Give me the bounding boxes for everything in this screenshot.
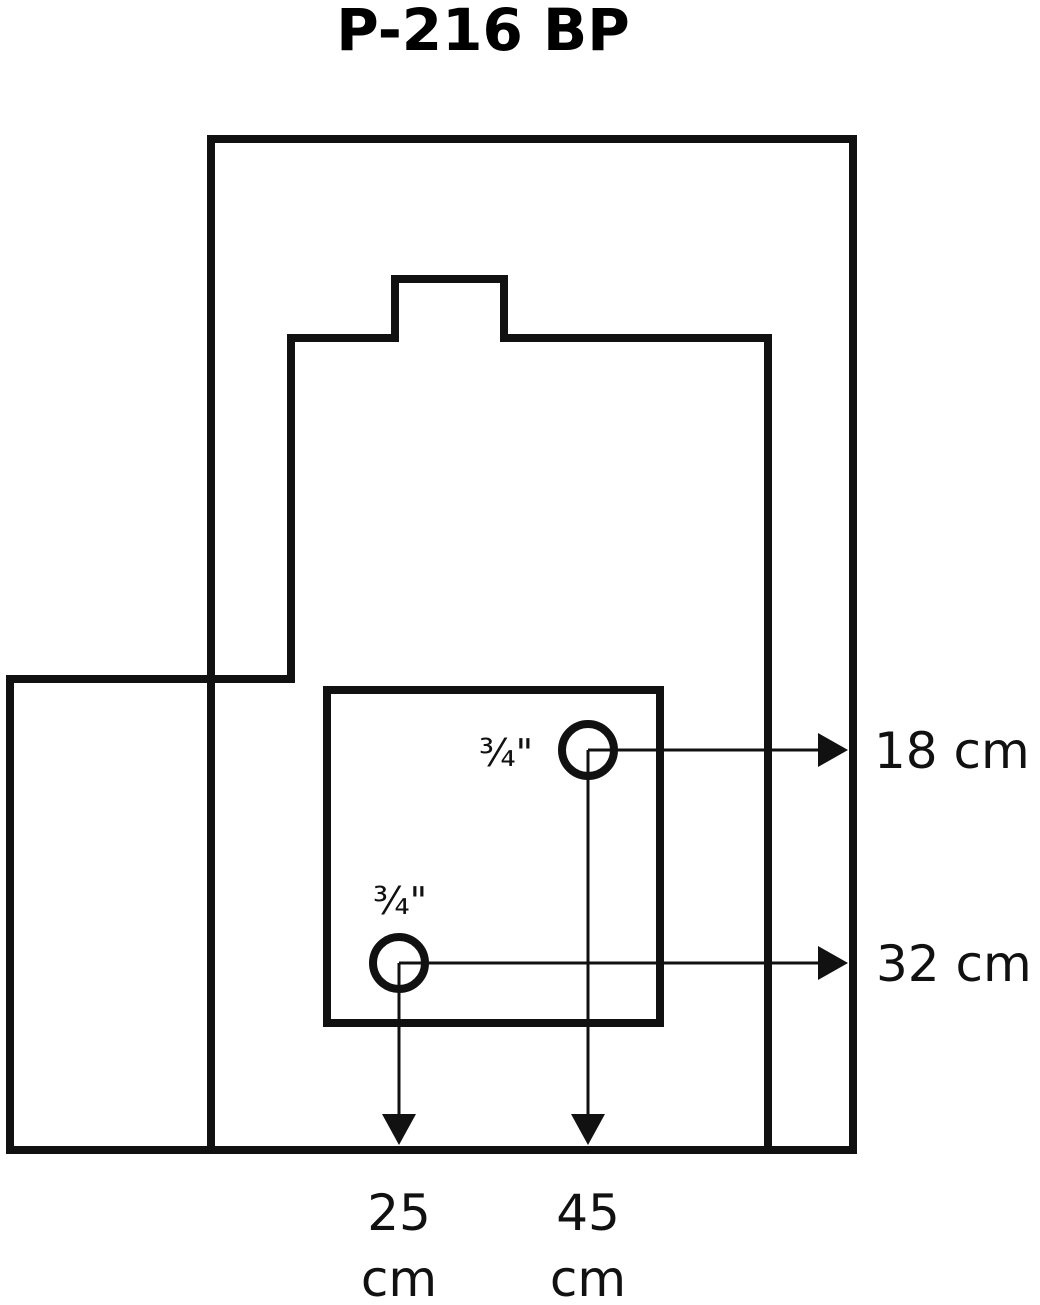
upper-outlet-offset-unit: cm (550, 1250, 626, 1305)
upper-outlet-offset-value: 45 (556, 1184, 620, 1242)
lower-outlet-fitting-label: ¾" (373, 879, 427, 923)
lower-outlet-height-label: 32 cm (876, 935, 1032, 993)
lower-outlet-offset-value: 25 (367, 1184, 431, 1242)
upper-outlet-height-arrow-icon (818, 733, 848, 767)
upper-outlet-offset-arrow-icon (571, 1114, 605, 1145)
heat-exchanger-box (323, 686, 664, 1027)
lower-outlet-offset-unit: cm (361, 1250, 437, 1305)
upper-outlet-fitting-label: ¾" (479, 731, 533, 775)
heater-body-outline (207, 135, 857, 1154)
firebox-outline (211, 275, 772, 1150)
side-compartment-outline (6, 675, 211, 1154)
lower-outlet-height-arrow-icon (818, 946, 848, 980)
upper-outlet-height-label: 18 cm (874, 722, 1030, 780)
lower-outlet-offset-arrow-icon (382, 1114, 416, 1145)
diagram-title: P-216 BP (336, 0, 630, 64)
